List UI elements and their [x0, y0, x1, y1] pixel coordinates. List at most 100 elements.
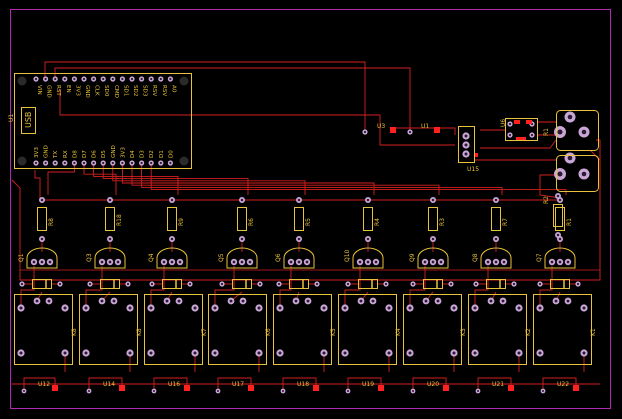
- transistor-label: Q3: [86, 253, 93, 262]
- pad-hole: [476, 389, 480, 393]
- pad-hole: [241, 299, 245, 303]
- pad-hole: [63, 161, 66, 165]
- pad-hole: [538, 282, 542, 286]
- pad-hole: [102, 161, 105, 165]
- mcu-top-pin-label: GND: [46, 85, 52, 98]
- unit-label: U20: [427, 381, 439, 388]
- transistor-label: Q1: [18, 253, 25, 262]
- trace-layer: [11, 61, 601, 391]
- relay-outline: [273, 294, 332, 365]
- pad-hole: [494, 198, 498, 202]
- relay-label: K6: [265, 328, 272, 336]
- transistor-outline: [283, 247, 315, 269]
- mcu-bottom-pin-label: GND: [111, 145, 117, 158]
- mcu-bottom-pin-label: 3V3: [34, 147, 40, 158]
- pad-hole: [439, 260, 443, 264]
- pad-hole: [92, 77, 95, 81]
- resistor-label: R18: [116, 214, 123, 226]
- resistor-label: R1: [566, 218, 573, 226]
- pad-hole: [358, 260, 362, 264]
- pad-hole: [165, 299, 169, 303]
- resistor-label: R9: [178, 218, 185, 226]
- pad-hole: [84, 351, 88, 355]
- usb-connector-outline: [21, 107, 36, 134]
- mcu-mount-hole: [179, 156, 189, 166]
- smd-pad: [516, 137, 526, 141]
- pad-hole: [530, 133, 534, 137]
- smd-pad: [443, 385, 449, 391]
- pad-hole: [489, 299, 493, 303]
- trace: [539, 266, 553, 308]
- pad-hole: [54, 161, 57, 165]
- pad-hole: [558, 237, 562, 241]
- pad-hole: [538, 306, 542, 310]
- pad-hole: [152, 389, 156, 393]
- mcu-top-pin-label: RSV: [161, 85, 167, 96]
- trace: [20, 266, 35, 308]
- pad-hole: [538, 351, 542, 355]
- dc-jack-outline: [556, 155, 599, 192]
- pad-hole: [346, 389, 350, 393]
- unit-label: U14: [103, 381, 115, 388]
- pad-hole: [366, 260, 370, 264]
- r1-label: R1: [543, 128, 550, 136]
- transistor-label: Q7: [536, 253, 543, 262]
- pad-hole: [73, 77, 76, 81]
- resistor-outline: [491, 207, 501, 231]
- pad-hole: [582, 351, 586, 355]
- resistor-outline: [37, 207, 47, 231]
- pad-hole: [240, 260, 244, 264]
- module-u6-outline: [505, 118, 538, 141]
- pad-hole: [257, 351, 261, 355]
- board-outline: [10, 9, 611, 409]
- diode-outline: [100, 279, 120, 289]
- pad-hole: [508, 122, 512, 126]
- resistor-outline: [553, 204, 563, 227]
- resistor-outline: [237, 207, 247, 231]
- trace: [282, 377, 317, 391]
- resistor-outline: [363, 207, 373, 231]
- pad-hole: [240, 237, 244, 241]
- pad-hole: [581, 129, 587, 135]
- pad-hole: [257, 306, 261, 310]
- pad-hole: [384, 282, 388, 286]
- pad-hole: [82, 77, 86, 81]
- diode-outline: [358, 279, 378, 289]
- pad-hole: [149, 306, 153, 310]
- pad-hole: [73, 161, 76, 165]
- pad-hole: [371, 299, 375, 303]
- pad-hole: [169, 161, 172, 165]
- pad-hole: [517, 306, 521, 310]
- dc-jack-outline: [556, 110, 599, 151]
- pad-hole: [501, 299, 505, 303]
- pad-hole: [216, 389, 220, 393]
- pad-hole: [359, 299, 363, 303]
- pad-hole: [567, 114, 573, 120]
- trace: [121, 163, 375, 195]
- pad-hole: [32, 260, 36, 264]
- trace: [539, 174, 561, 199]
- pad-hole: [128, 351, 132, 355]
- trace: [59, 90, 455, 146]
- smd-pad: [52, 385, 58, 391]
- pad-hole: [20, 282, 24, 286]
- trace: [23, 377, 56, 391]
- resistor-outline: [105, 207, 115, 231]
- relay-outline: [14, 294, 73, 365]
- unit-label: U19: [362, 381, 374, 388]
- diode-outline: [289, 279, 309, 289]
- pad-hole: [366, 237, 370, 241]
- trace: [131, 163, 440, 195]
- pad-hole: [431, 260, 435, 264]
- pad-hole: [22, 389, 26, 393]
- silkscreen-layer: [14, 204, 592, 365]
- mcu-bottom-pin-label: D4: [130, 150, 136, 158]
- transistor-label: Q9: [409, 253, 416, 262]
- resistor-label: R3: [439, 218, 446, 226]
- diode-outline: [232, 279, 252, 289]
- pad-hole: [541, 389, 545, 393]
- trace: [44, 61, 366, 130]
- trace: [477, 377, 512, 391]
